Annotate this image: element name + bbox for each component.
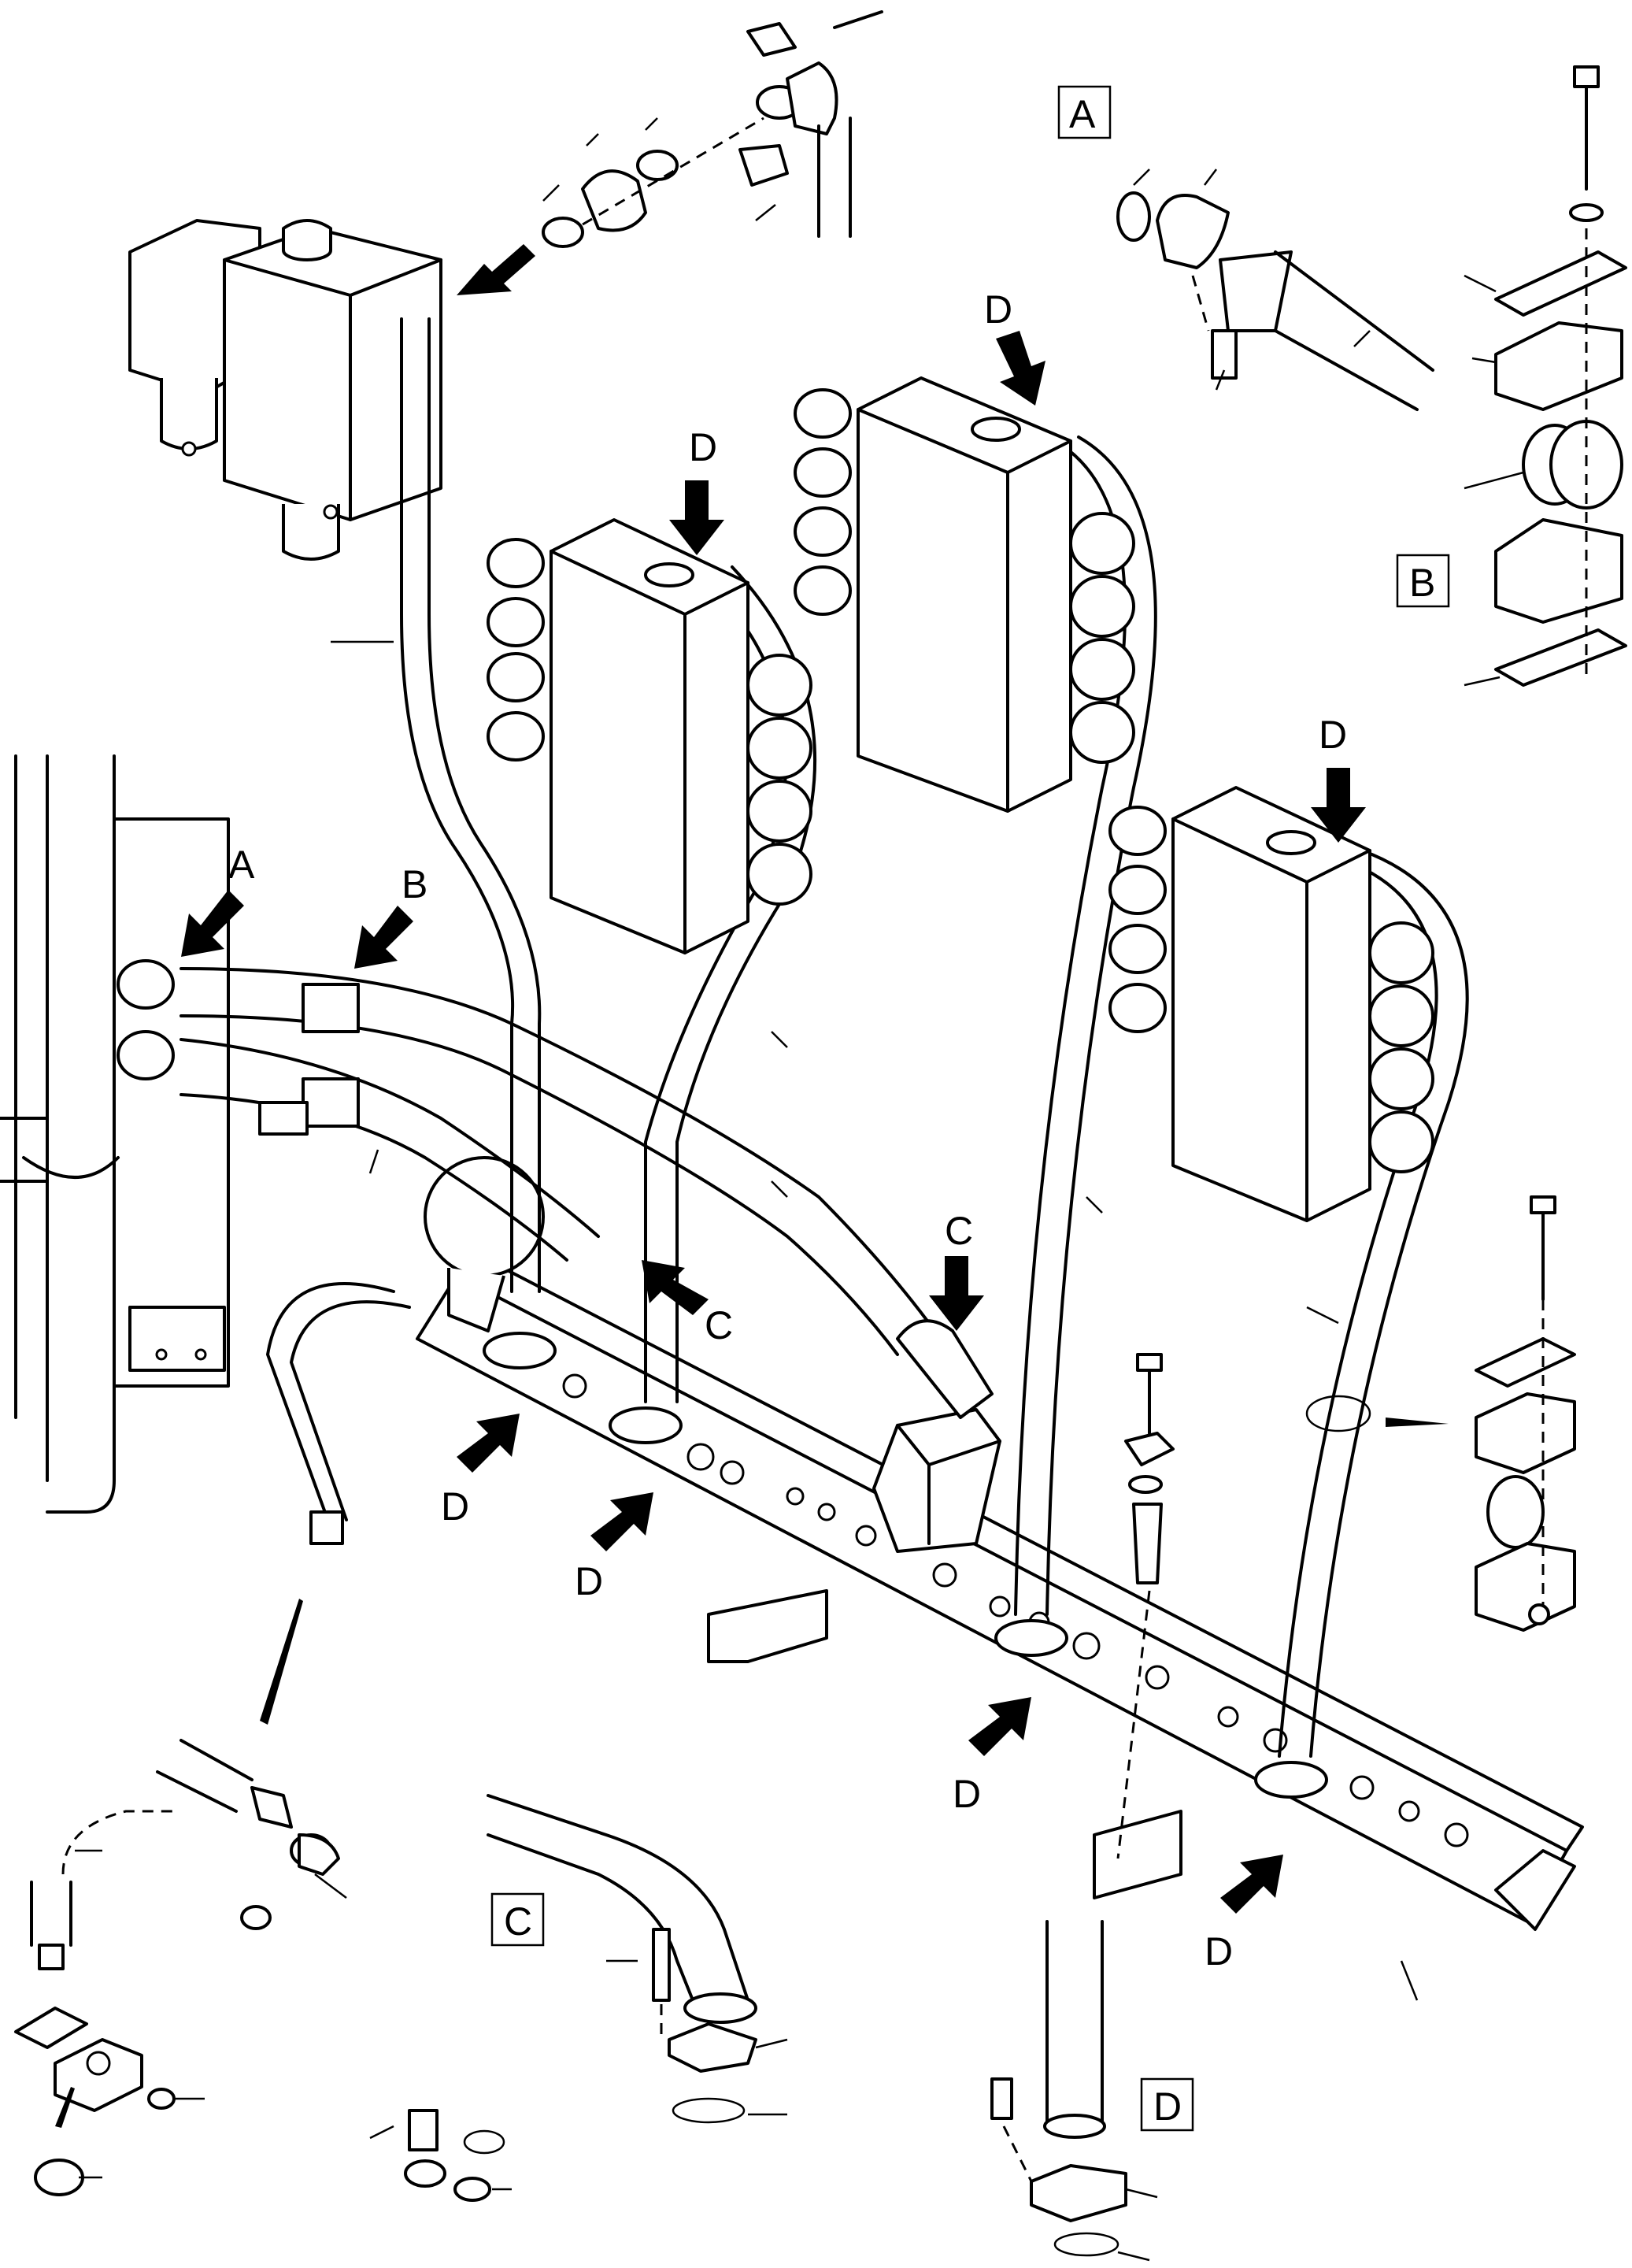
valve-bank-3-rear-spools [1108, 806, 1167, 1033]
valve-bank-2-rear-spools [794, 388, 852, 616]
detail-d-label: D [1153, 2085, 1182, 2129]
valve-bank-3 [1108, 786, 1434, 1222]
callout-c-middle: C [705, 1303, 733, 1347]
arrow-d-valve-3 [1311, 768, 1366, 843]
detail-a-label-box [1057, 85, 1112, 139]
arrow-top-valve [457, 244, 535, 295]
arrow-d-valve-1 [669, 480, 724, 555]
arrow-b-left [354, 906, 413, 969]
callout-a-left: A [228, 843, 255, 887]
valve-bank-2-spools [1069, 512, 1135, 764]
filter-block [872, 1408, 1001, 1553]
arrow-c-right [929, 1256, 984, 1331]
arrow-d-bottom-4 [1220, 1855, 1283, 1914]
callout-d-valve-3: D [1319, 713, 1347, 757]
left-hose-clamps [117, 959, 360, 1136]
callout-d-valve-2: D [984, 287, 1012, 332]
bottom-left-fittings [14, 1599, 512, 2202]
valve-bank-1-spools [746, 654, 812, 906]
detail-c-label-box [490, 1892, 545, 1947]
left-frame [0, 754, 230, 1514]
arrow-d-bottom-2 [590, 1492, 653, 1551]
callout-d-bottom-4: D [1205, 1929, 1233, 1973]
detail-c: C [487, 1794, 788, 2124]
detail-b-label-box [1396, 554, 1450, 608]
right-clamp-detail [1116, 1195, 1576, 1859]
arrow-a-left [181, 890, 244, 957]
top-flange-detail [542, 10, 883, 248]
callout-d-valve-1: D [689, 425, 717, 469]
callout-letters: D D D A B C C D D D D [228, 287, 1347, 1973]
detail-d: D [990, 1920, 1194, 2262]
arrow-d-bottom-3 [968, 1697, 1031, 1756]
callout-d-bottom-2: D [575, 1559, 603, 1603]
accumulator [424, 1156, 545, 1332]
leader-lines [331, 640, 1419, 2001]
callout-d-bottom-3: D [953, 1772, 981, 1816]
arrow-d-valve-2 [996, 331, 1045, 406]
valve-bank-1-rear-spools [487, 538, 545, 762]
valve-bank-1 [487, 518, 812, 954]
callout-b-left: B [402, 862, 427, 906]
valve-bank-3-spools [1368, 921, 1434, 1173]
detail-b-label: B [1409, 561, 1435, 605]
callout-c-right: C [945, 1209, 973, 1253]
arrow-c-middle [642, 1260, 709, 1315]
callout-arrows [181, 244, 1366, 1914]
detail-d-label-box [1140, 2077, 1194, 2132]
arrow-d-bottom-1 [457, 1414, 520, 1473]
callout-d-bottom-1: D [441, 1484, 469, 1529]
valve-bank-2 [794, 376, 1135, 813]
detail-a: A [1057, 85, 1434, 411]
detail-b: B [1396, 65, 1627, 687]
detail-c-label: C [504, 1899, 532, 1944]
detail-a-label: A [1069, 92, 1096, 136]
control-valve-block [128, 219, 442, 561]
